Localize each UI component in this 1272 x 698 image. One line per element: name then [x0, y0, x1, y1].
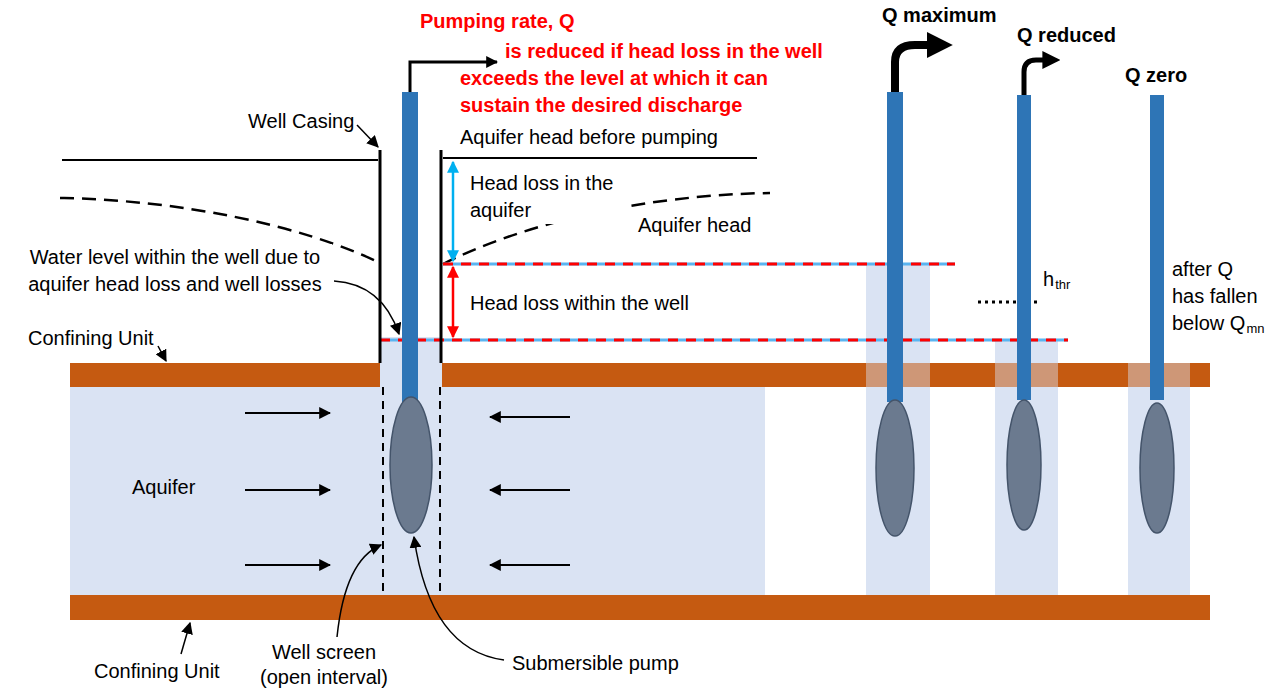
flow-arrow [245, 412, 330, 414]
flow-arrow [490, 416, 570, 418]
head-loss-arrow [453, 162, 454, 337]
flow-arrow [490, 564, 570, 566]
discharge-arrow [895, 45, 932, 92]
well-column [1128, 387, 1190, 595]
confining-unit [70, 595, 1210, 620]
confining-unit [70, 363, 1210, 620]
confining-unit [442, 363, 1210, 387]
well-state-label: Q reduced [1015, 22, 1118, 49]
flow-arrow [490, 489, 570, 491]
well-state-label: Q maximum [880, 2, 998, 29]
leader-line [158, 125, 504, 660]
leader-line [181, 623, 190, 654]
head-loss-label: Head loss within the well [468, 290, 691, 317]
water-level-line [380, 264, 1068, 340]
part-label: Well Casing [246, 108, 356, 135]
flow-arrow [245, 413, 570, 565]
flow-arrow [245, 489, 330, 491]
discharge-arrow [1024, 60, 1046, 95]
aquifer-body [70, 387, 765, 595]
leader-line [414, 537, 504, 660]
threshold-subscript: thr [1055, 277, 1070, 293]
layer-label: Confining Unit [92, 658, 222, 685]
layer-label: Confining Unit [26, 325, 156, 352]
water-level-line [380, 339, 1068, 342]
leader-line [158, 346, 166, 361]
submersible-pump [1140, 403, 1174, 533]
submersible-pump [1007, 400, 1041, 530]
head-label: Aquifer head before pumping [458, 124, 720, 151]
submersible-pump [390, 397, 432, 533]
layer-label: Aquifer [132, 474, 195, 501]
pump-pipe [1150, 95, 1164, 400]
threshold-symbol: h [1043, 266, 1054, 293]
pump-pipe [402, 92, 1164, 402]
water-level-line [443, 263, 955, 266]
well-state-label: Q zero [1125, 62, 1187, 89]
head-loss-arrow [452, 267, 455, 337]
pumping-rate-title: Pumping rate, Q [418, 8, 576, 35]
submersible-pump [390, 397, 1174, 536]
part-label: Well screen (open interval) [252, 640, 396, 690]
flow-arrow [245, 564, 330, 566]
water-level-line [380, 339, 1068, 342]
leader-line [337, 545, 381, 637]
head-line [443, 157, 757, 159]
head-line [62, 159, 378, 161]
head-label: Aquifer head [636, 212, 753, 239]
leader-line [357, 125, 378, 147]
head-loss-arrow [452, 162, 455, 261]
well-screen [439, 387, 441, 595]
pump-pipe [402, 92, 418, 402]
flow-subscript: mn [1246, 321, 1264, 337]
confining-unit [70, 363, 380, 387]
part-label: Submersible pump [510, 650, 681, 677]
water-level-label: Water level within the well due to aquif… [18, 244, 332, 298]
pumping-rate-note: is reduced if head loss in the well exce… [460, 38, 833, 119]
leader-line [334, 281, 399, 334]
well-casing [440, 150, 443, 363]
submersible-pump [876, 400, 914, 536]
well-screen [382, 387, 384, 595]
well-casing [379, 150, 382, 363]
pump-pipe [887, 92, 903, 402]
head-loss-label: Head loss in the aquifer [468, 170, 627, 224]
water-level-line [443, 263, 955, 266]
pump-pipe [1017, 95, 1031, 400]
well-screen [383, 387, 440, 595]
